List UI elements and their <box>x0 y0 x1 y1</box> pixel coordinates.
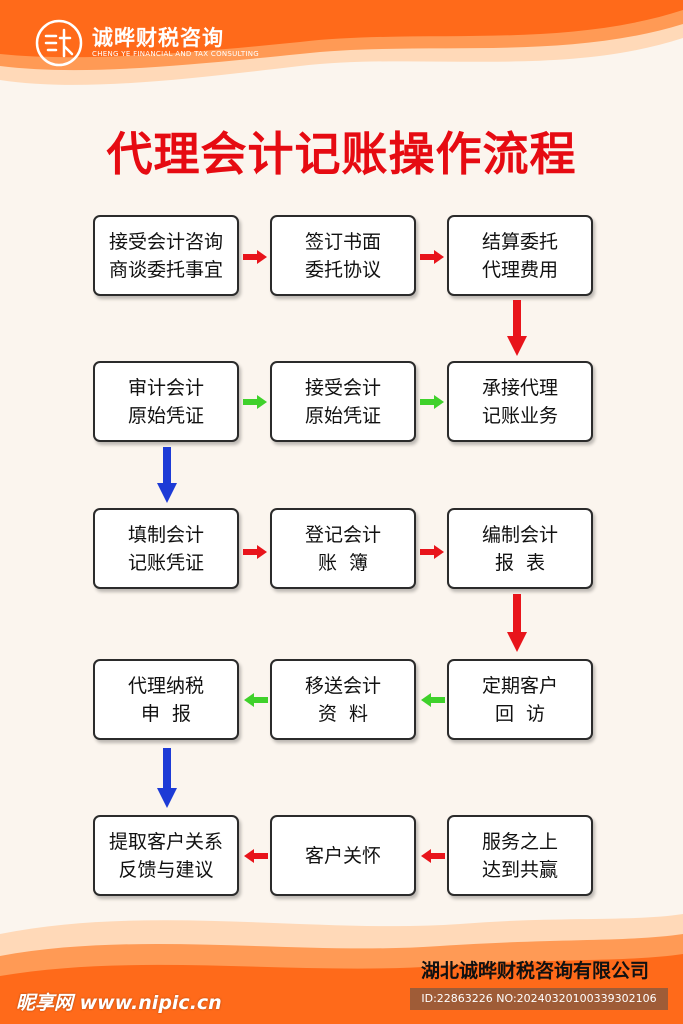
arrow-down-icon <box>507 594 527 652</box>
arrow-right-icon <box>243 250 267 264</box>
step-box: 接受会计咨询 商谈委托事宜 <box>93 215 239 296</box>
step-box: 移送会计 资 料 <box>270 659 416 740</box>
step-box: 填制会计 记账凭证 <box>93 508 239 589</box>
step-box: 提取客户关系 反馈与建议 <box>93 815 239 896</box>
company-name: 湖北诚晔财税咨询有限公司 <box>420 960 649 982</box>
arrow-left-icon <box>244 693 268 707</box>
step-box: 承接代理 记账业务 <box>447 361 593 442</box>
step-box: 结算委托 代理费用 <box>447 215 593 296</box>
company-logo: 诚晔财税咨询 CHENG YE FINANCIAL AND TAX CONSUL… <box>34 18 259 68</box>
step-box: 服务之上 达到共赢 <box>447 815 593 896</box>
step-box: 签订书面 委托协议 <box>270 215 416 296</box>
arrow-down-icon <box>507 300 527 356</box>
logo-subtitle: CHENG YE FINANCIAL AND TAX CONSULTING <box>92 50 260 58</box>
arrow-down-icon <box>157 447 177 503</box>
step-box: 登记会计 账 簿 <box>270 508 416 589</box>
arrow-down-icon <box>157 748 177 808</box>
step-box: 审计会计 原始凭证 <box>93 361 239 442</box>
arrow-left-icon <box>244 849 268 863</box>
logo-mark-icon <box>35 19 83 67</box>
site-watermark: 昵享网 www.nipic.cn <box>16 992 222 1014</box>
arrow-right-icon <box>243 545 267 559</box>
arrow-right-icon <box>420 545 444 559</box>
step-box: 代理纳税 申 报 <box>93 659 239 740</box>
step-box: 客户关怀 <box>270 815 416 896</box>
arrow-right-icon <box>420 250 444 264</box>
image-id-label: ID:22863226 NO:20240320100339302106 <box>410 988 668 1010</box>
top-wave-decoration <box>0 0 683 85</box>
logo-name: 诚晔财税咨询 <box>92 26 224 50</box>
arrow-right-icon <box>420 395 444 409</box>
step-box: 接受会计 原始凭证 <box>270 361 416 442</box>
arrow-left-icon <box>421 849 445 863</box>
step-box: 定期客户 回 访 <box>447 659 593 740</box>
arrow-left-icon <box>421 693 445 707</box>
arrow-right-icon <box>243 395 267 409</box>
step-box: 编制会计 报 表 <box>447 508 593 589</box>
page-title: 代理会计记账操作流程 <box>106 127 577 181</box>
